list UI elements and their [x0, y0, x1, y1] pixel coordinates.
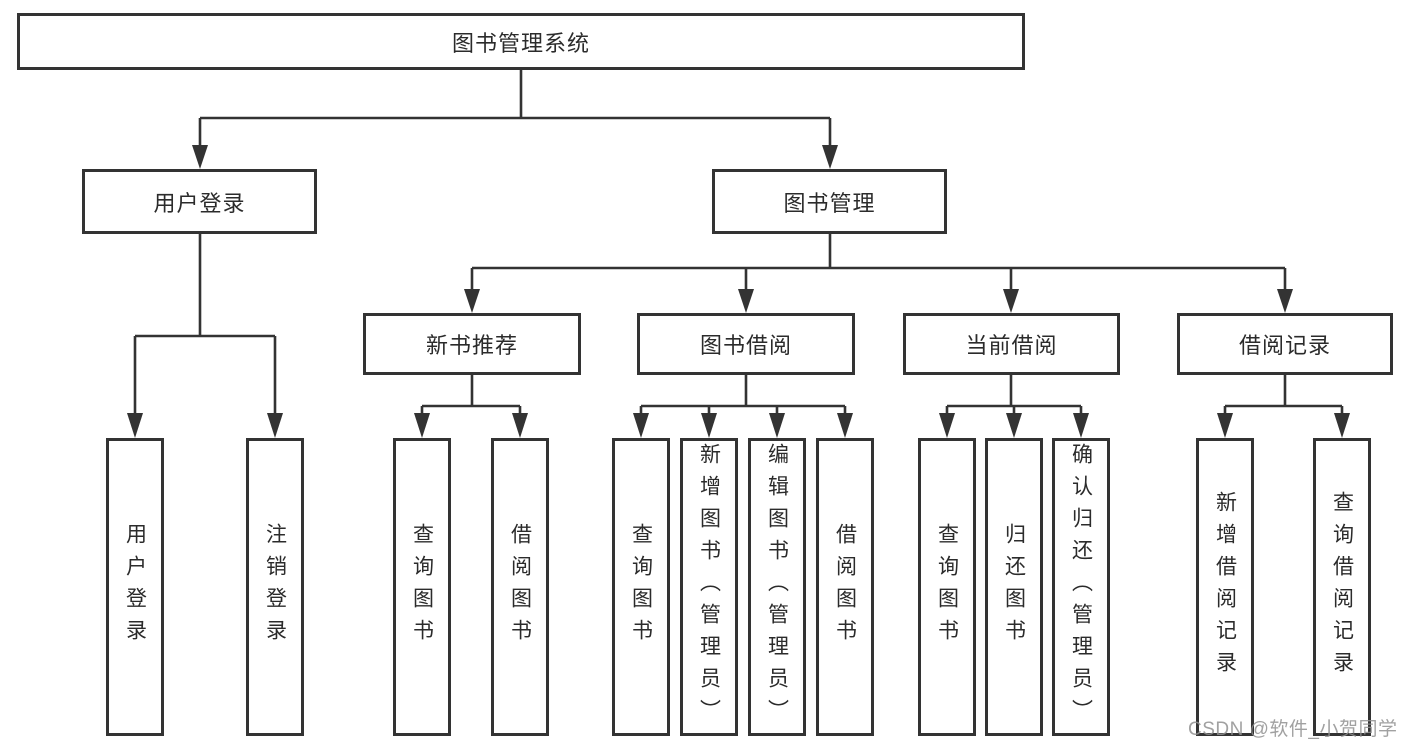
- node-new-book-recommend: 新书推荐: [363, 313, 581, 375]
- node-label: 用户登录: [123, 523, 147, 651]
- leaf-logout: 注销登录: [246, 438, 304, 736]
- node-borrow-records: 借阅记录: [1177, 313, 1393, 375]
- leaf-return-books: 归还图书: [985, 438, 1043, 736]
- leaf-borrow-books-recommend: 借阅图书: [491, 438, 549, 736]
- node-current-borrow: 当前借阅: [903, 313, 1120, 375]
- node-label: 当前借阅: [965, 333, 1058, 358]
- leaf-query-books-current: 查询图书: [918, 438, 976, 736]
- node-label: 注销登录: [263, 523, 287, 651]
- node-label: 查询图书: [410, 523, 434, 651]
- node-book-borrow: 图书借阅: [637, 313, 855, 375]
- node-label: 借阅记录: [1238, 333, 1331, 358]
- node-label: 用户登录: [153, 190, 246, 216]
- node-label: 编辑图书（管理员）: [765, 443, 789, 731]
- csdn-watermark: CSDN @软件_小贺同学: [1188, 719, 1398, 740]
- node-label: 归还图书: [1002, 523, 1026, 651]
- node-label: 查询借阅记录: [1330, 491, 1354, 683]
- node-label: 借阅图书: [833, 523, 857, 651]
- leaf-add-book-admin: 新增图书（管理员）: [680, 438, 738, 736]
- leaf-borrow-books: 借阅图书: [816, 438, 874, 736]
- leaf-confirm-return-admin: 确认归还（管理员）: [1052, 438, 1110, 736]
- node-label: 查询图书: [935, 523, 959, 651]
- node-library-management-system: 图书管理系统: [17, 13, 1025, 70]
- node-label: 图书管理: [783, 190, 876, 216]
- node-book-management: 图书管理: [712, 169, 947, 234]
- leaf-query-books-recommend: 查询图书: [393, 438, 451, 736]
- node-user-login-branch: 用户登录: [82, 169, 317, 234]
- node-label: 查询图书: [629, 523, 653, 651]
- leaf-query-borrow-record: 查询借阅记录: [1313, 438, 1371, 736]
- leaf-user-login: 用户登录: [106, 438, 164, 736]
- node-label: 确认归还（管理员）: [1069, 443, 1093, 731]
- node-label: 新增借阅记录: [1213, 491, 1237, 683]
- leaf-query-books-borrow: 查询图书: [612, 438, 670, 736]
- node-label: 新书推荐: [425, 333, 518, 358]
- node-label: 图书借阅: [699, 333, 792, 358]
- node-label: 借阅图书: [508, 523, 532, 651]
- node-label: 新增图书（管理员）: [697, 443, 721, 731]
- node-label: 图书管理系统: [451, 30, 590, 56]
- leaf-add-borrow-record: 新增借阅记录: [1196, 438, 1254, 736]
- leaf-edit-book-admin: 编辑图书（管理员）: [748, 438, 806, 736]
